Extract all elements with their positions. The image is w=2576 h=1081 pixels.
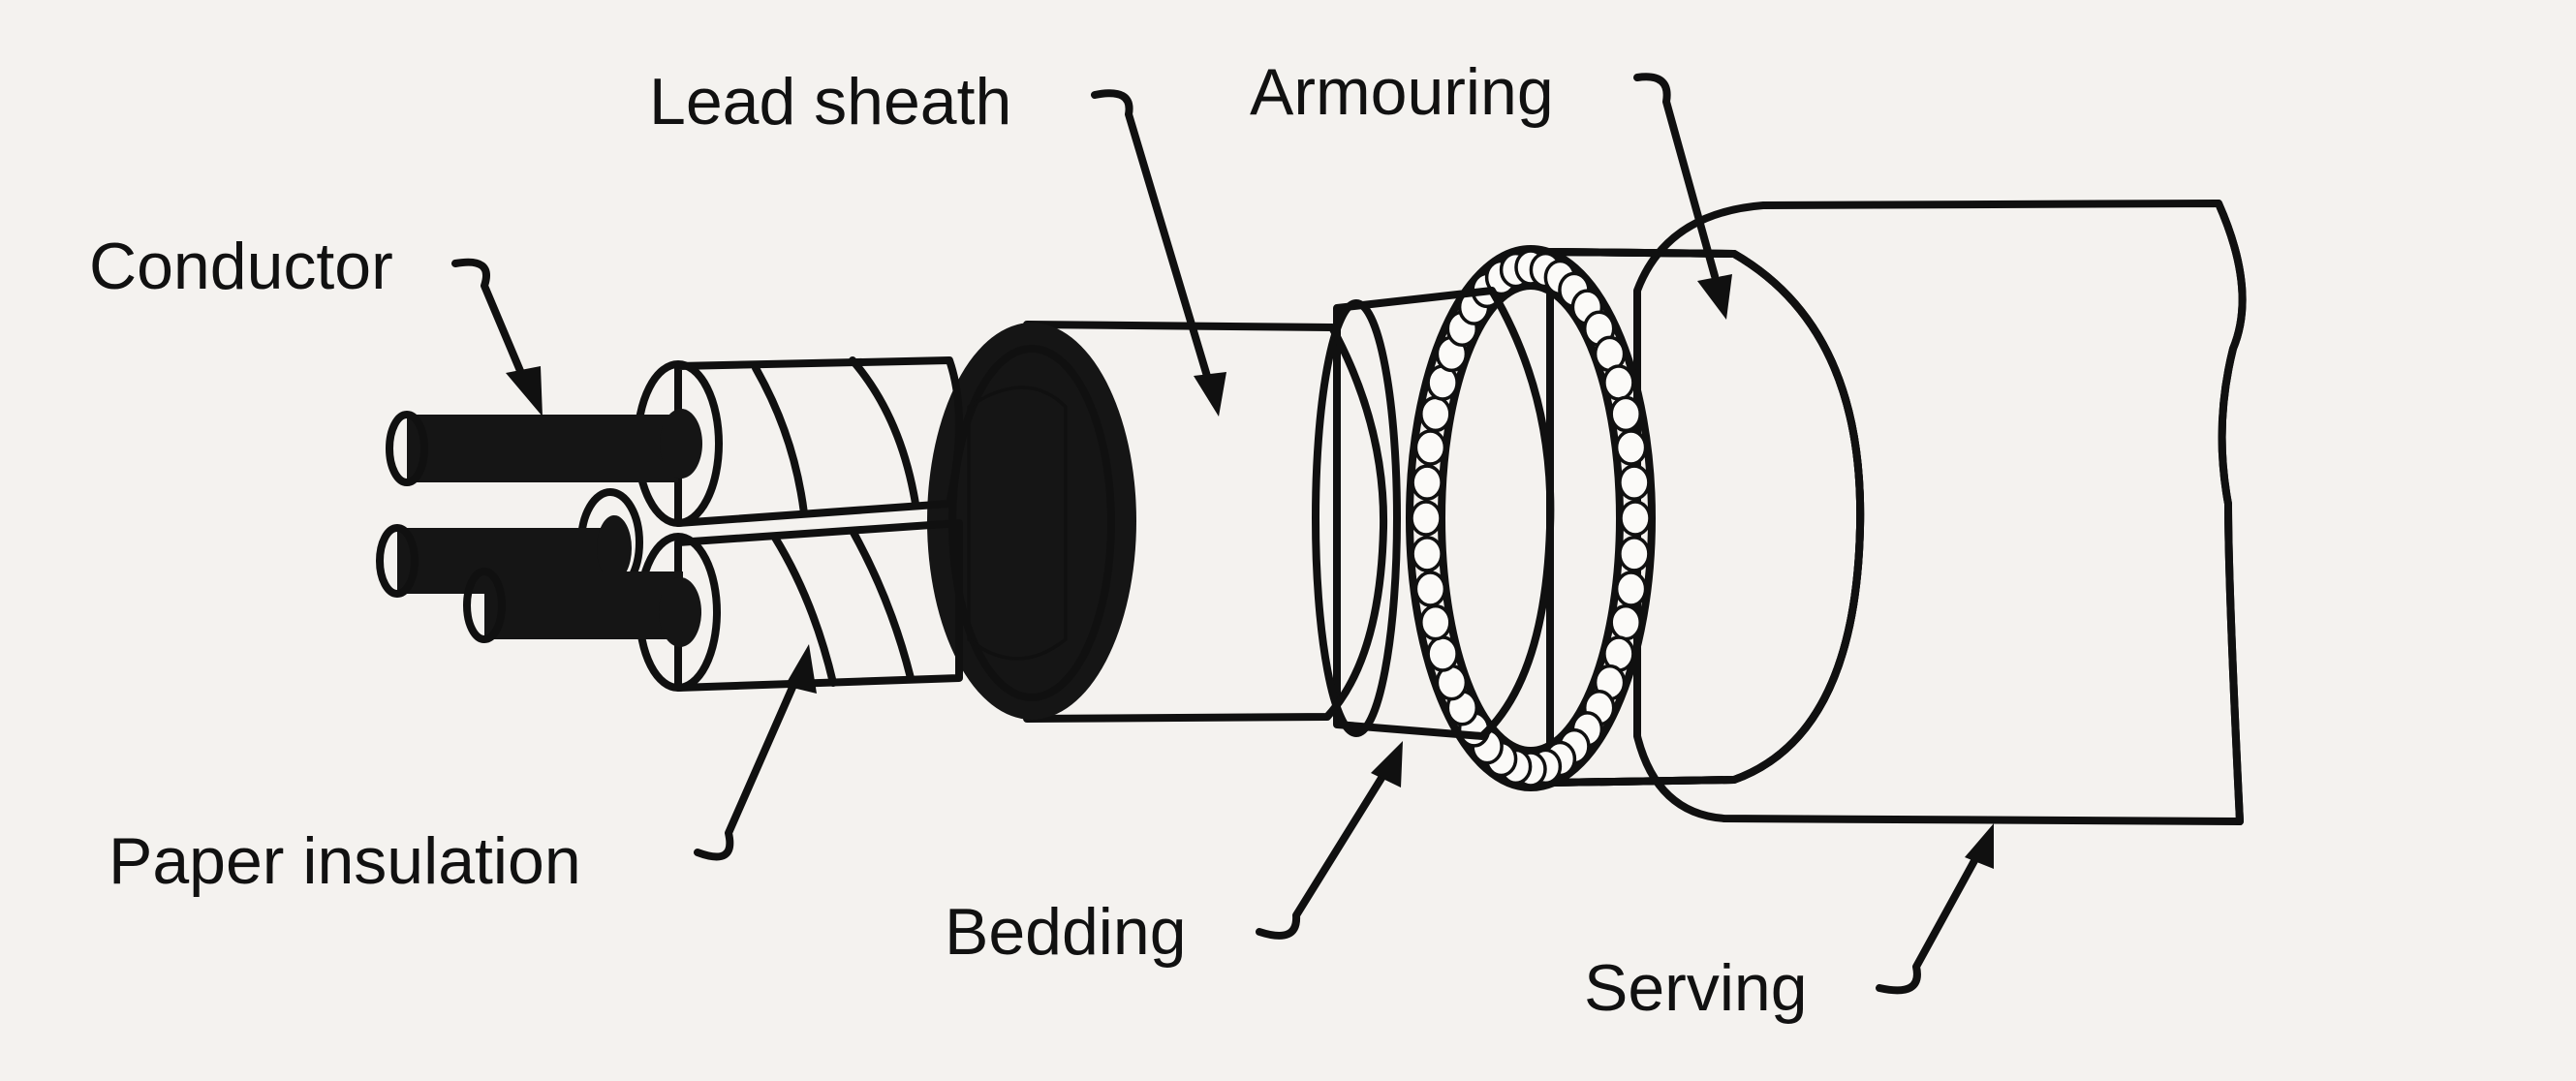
lead-sheath-layer <box>927 321 1388 723</box>
conductor-leader <box>451 258 527 382</box>
bedding-leader <box>1256 771 1387 940</box>
armour-wire <box>1614 429 1648 466</box>
armour-wire <box>1413 571 1447 607</box>
armouring-arrowhead <box>1697 274 1732 320</box>
conductor-arrowhead <box>506 366 543 417</box>
paper-insulation-arrowhead <box>785 644 817 694</box>
armour-wire <box>1426 635 1459 672</box>
lead-sheath-leader <box>1091 89 1213 386</box>
leader-lines <box>451 73 1994 995</box>
armour-wire <box>1619 500 1652 537</box>
armour-wire-ring <box>1406 245 1656 791</box>
armour-wire <box>1602 364 1635 401</box>
armour-wire <box>1609 395 1642 433</box>
lead-sheath-arrowhead <box>1194 372 1226 417</box>
label-serving: Serving <box>1584 951 1808 1025</box>
armouring-leader <box>1633 73 1719 280</box>
armour-wire <box>1609 603 1642 641</box>
armour-wire <box>1411 464 1443 501</box>
bedding-arrowhead <box>1371 741 1403 788</box>
conductor-top <box>386 409 702 486</box>
armour-wire <box>1618 464 1651 501</box>
armour-wire <box>1411 536 1443 572</box>
armouring-layer <box>1546 248 1865 787</box>
paper-insulation-leader <box>694 679 798 861</box>
armour-wire <box>1618 536 1651 572</box>
armour-wire <box>1419 603 1452 641</box>
conductor-bottom <box>463 568 701 647</box>
label-paper-insulation: Paper insulation <box>109 824 581 898</box>
armour-wire <box>1419 395 1452 433</box>
label-bedding: Bedding <box>945 895 1187 969</box>
label-conductor: Conductor <box>89 230 393 303</box>
armour-wire <box>1410 500 1443 537</box>
conductors <box>376 409 702 647</box>
label-lead-sheath: Lead sheath <box>649 65 1011 139</box>
serving-layer <box>1633 200 2247 825</box>
serving-leader <box>1876 853 1980 995</box>
serving-arrowhead <box>1965 823 1994 869</box>
bedding-layer <box>1312 287 1555 740</box>
paper-insulated-cores <box>577 356 963 692</box>
armour-wire <box>1614 571 1648 607</box>
armour-wire <box>1413 429 1447 466</box>
label-armouring: Armouring <box>1250 55 1554 129</box>
